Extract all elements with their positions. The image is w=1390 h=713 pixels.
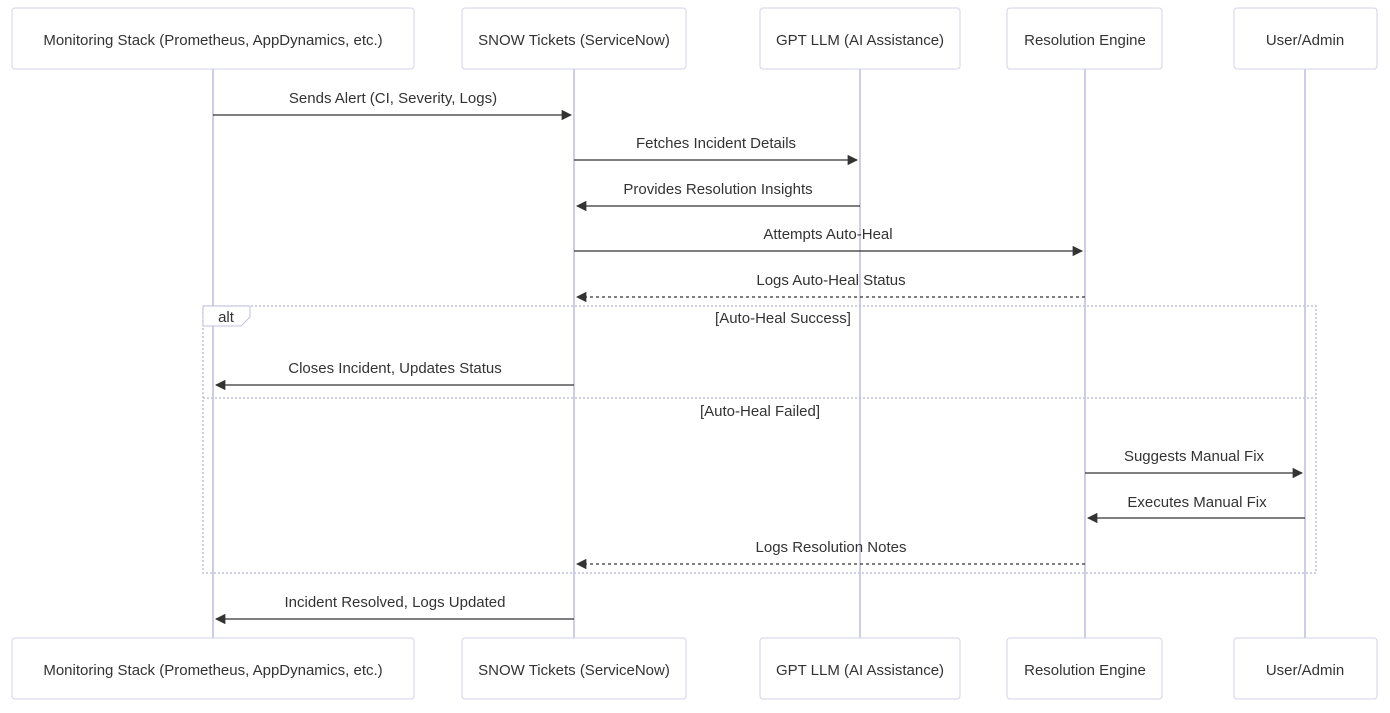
- message-label: Provides Resolution Insights: [623, 181, 812, 198]
- message-label: Suggests Manual Fix: [1124, 448, 1265, 465]
- actor-top-monitoring-stack: Monitoring Stack (Prometheus, AppDynamic…: [11, 7, 415, 70]
- actor-box: [11, 637, 415, 700]
- message-label: Sends Alert (CI, Severity, Logs): [289, 90, 497, 107]
- message-attempts-auto-heal: Attempts Auto-Heal: [574, 226, 1084, 257]
- message-incident-resolved: Incident Resolved, Logs Updated: [214, 594, 574, 625]
- actor-box: [461, 637, 687, 700]
- lifelines: [212, 69, 1306, 638]
- actor-label: Resolution Engine: [1024, 662, 1146, 679]
- actor-box: [11, 7, 415, 70]
- actor-label: SNOW Tickets (ServiceNow): [478, 32, 670, 49]
- actors-top: Monitoring Stack (Prometheus, AppDynamic…: [11, 7, 1378, 70]
- message-label: Logs Resolution Notes: [756, 539, 907, 556]
- messages: Sends Alert (CI, Severity, Logs) Fetches…: [213, 90, 1305, 625]
- actor-label: GPT LLM (AI Assistance): [776, 662, 944, 679]
- actor-label: Monitoring Stack (Prometheus, AppDynamic…: [43, 32, 382, 49]
- message-logs-resolution-notes: Logs Resolution Notes: [575, 539, 1085, 570]
- message-label: Incident Resolved, Logs Updated: [285, 594, 506, 611]
- actor-box: [461, 7, 687, 70]
- actor-box: [1006, 637, 1163, 700]
- actor-top-snow-tickets: SNOW Tickets (ServiceNow): [461, 7, 687, 70]
- message-closes-incident: Closes Incident, Updates Status: [214, 360, 574, 391]
- actor-bottom-monitoring-stack: Monitoring Stack (Prometheus, AppDynamic…: [11, 637, 415, 700]
- actor-bottom-gpt-llm: GPT LLM (AI Assistance): [759, 637, 961, 700]
- actor-label: Monitoring Stack (Prometheus, AppDynamic…: [43, 662, 382, 679]
- message-sends-alert: Sends Alert (CI, Severity, Logs): [213, 90, 573, 121]
- alt-condition-success: [Auto-Heal Success]: [715, 310, 851, 327]
- actor-top-user-admin: User/Admin: [1233, 7, 1378, 70]
- actor-box: [759, 7, 961, 70]
- message-label: Logs Auto-Heal Status: [756, 272, 905, 289]
- alt-frame-border: [202, 305, 1317, 574]
- alt-frame: alt [Auto-Heal Success] [Auto-Heal Faile…: [202, 305, 1317, 574]
- actor-bottom-resolution-engine: Resolution Engine: [1006, 637, 1163, 700]
- message-label: Executes Manual Fix: [1127, 494, 1267, 511]
- actor-label: SNOW Tickets (ServiceNow): [478, 662, 670, 679]
- actor-top-resolution-engine: Resolution Engine: [1006, 7, 1163, 70]
- message-logs-auto-heal-status: Logs Auto-Heal Status: [575, 272, 1085, 303]
- actor-box: [1233, 7, 1378, 70]
- alt-keyword-tab: [202, 305, 251, 327]
- message-fetches-incident-details: Fetches Incident Details: [574, 135, 859, 166]
- actor-top-gpt-llm: GPT LLM (AI Assistance): [759, 7, 961, 70]
- actor-label: Resolution Engine: [1024, 32, 1146, 49]
- actor-label: GPT LLM (AI Assistance): [776, 32, 944, 49]
- message-label: Closes Incident, Updates Status: [288, 360, 501, 377]
- actor-box: [759, 637, 961, 700]
- actors-bottom: Monitoring Stack (Prometheus, AppDynamic…: [11, 637, 1378, 700]
- actor-label: User/Admin: [1266, 32, 1344, 49]
- actor-bottom-snow-tickets: SNOW Tickets (ServiceNow): [461, 637, 687, 700]
- actor-box: [1006, 7, 1163, 70]
- message-executes-manual-fix: Executes Manual Fix: [1086, 494, 1305, 524]
- message-label: Fetches Incident Details: [636, 135, 796, 152]
- message-suggests-manual-fix: Suggests Manual Fix: [1085, 448, 1304, 479]
- message-label: Attempts Auto-Heal: [763, 226, 892, 243]
- alt-keyword: alt: [218, 309, 235, 326]
- message-provides-resolution-insights: Provides Resolution Insights: [575, 181, 860, 212]
- alt-condition-failed: [Auto-Heal Failed]: [700, 403, 820, 420]
- actor-label: User/Admin: [1266, 662, 1344, 679]
- actor-box: [1233, 637, 1378, 700]
- actor-bottom-user-admin: User/Admin: [1233, 637, 1378, 700]
